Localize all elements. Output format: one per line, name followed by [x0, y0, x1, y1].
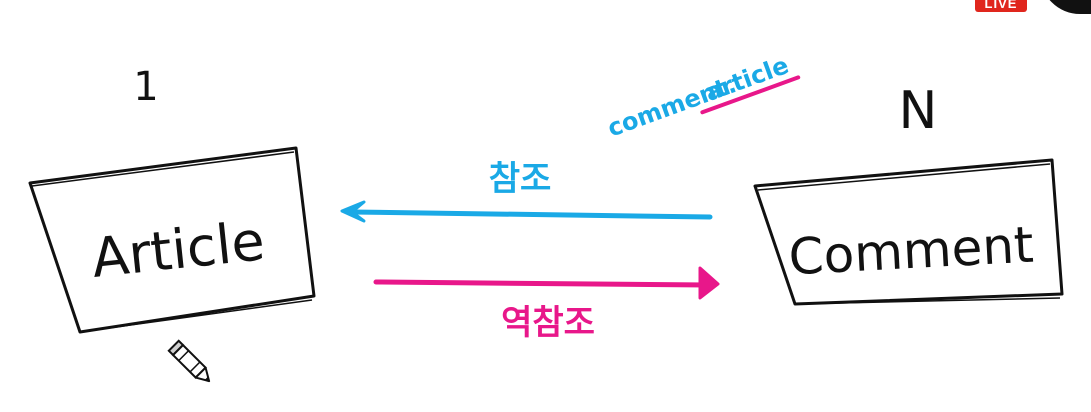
comment-entity-box [753, 158, 1064, 306]
live-badge: LIVE [975, 0, 1027, 12]
pencil-cursor-icon [167, 339, 211, 383]
access-code-suffix: article [702, 51, 793, 107]
reverse-reference-arrow [373, 266, 720, 300]
reference-arrow [340, 200, 713, 223]
left-cardinality: 1 [133, 64, 158, 110]
reverse-reference-label: 역참조 [501, 303, 595, 343]
comment-entity-label: Comment [787, 216, 1035, 287]
access-code-annotation: comment. article [604, 51, 801, 143]
article-entity-box [28, 146, 316, 334]
article-entity-label: Article [89, 209, 268, 290]
right-cardinality: N [899, 81, 938, 141]
reference-label: 참조 [489, 159, 552, 199]
